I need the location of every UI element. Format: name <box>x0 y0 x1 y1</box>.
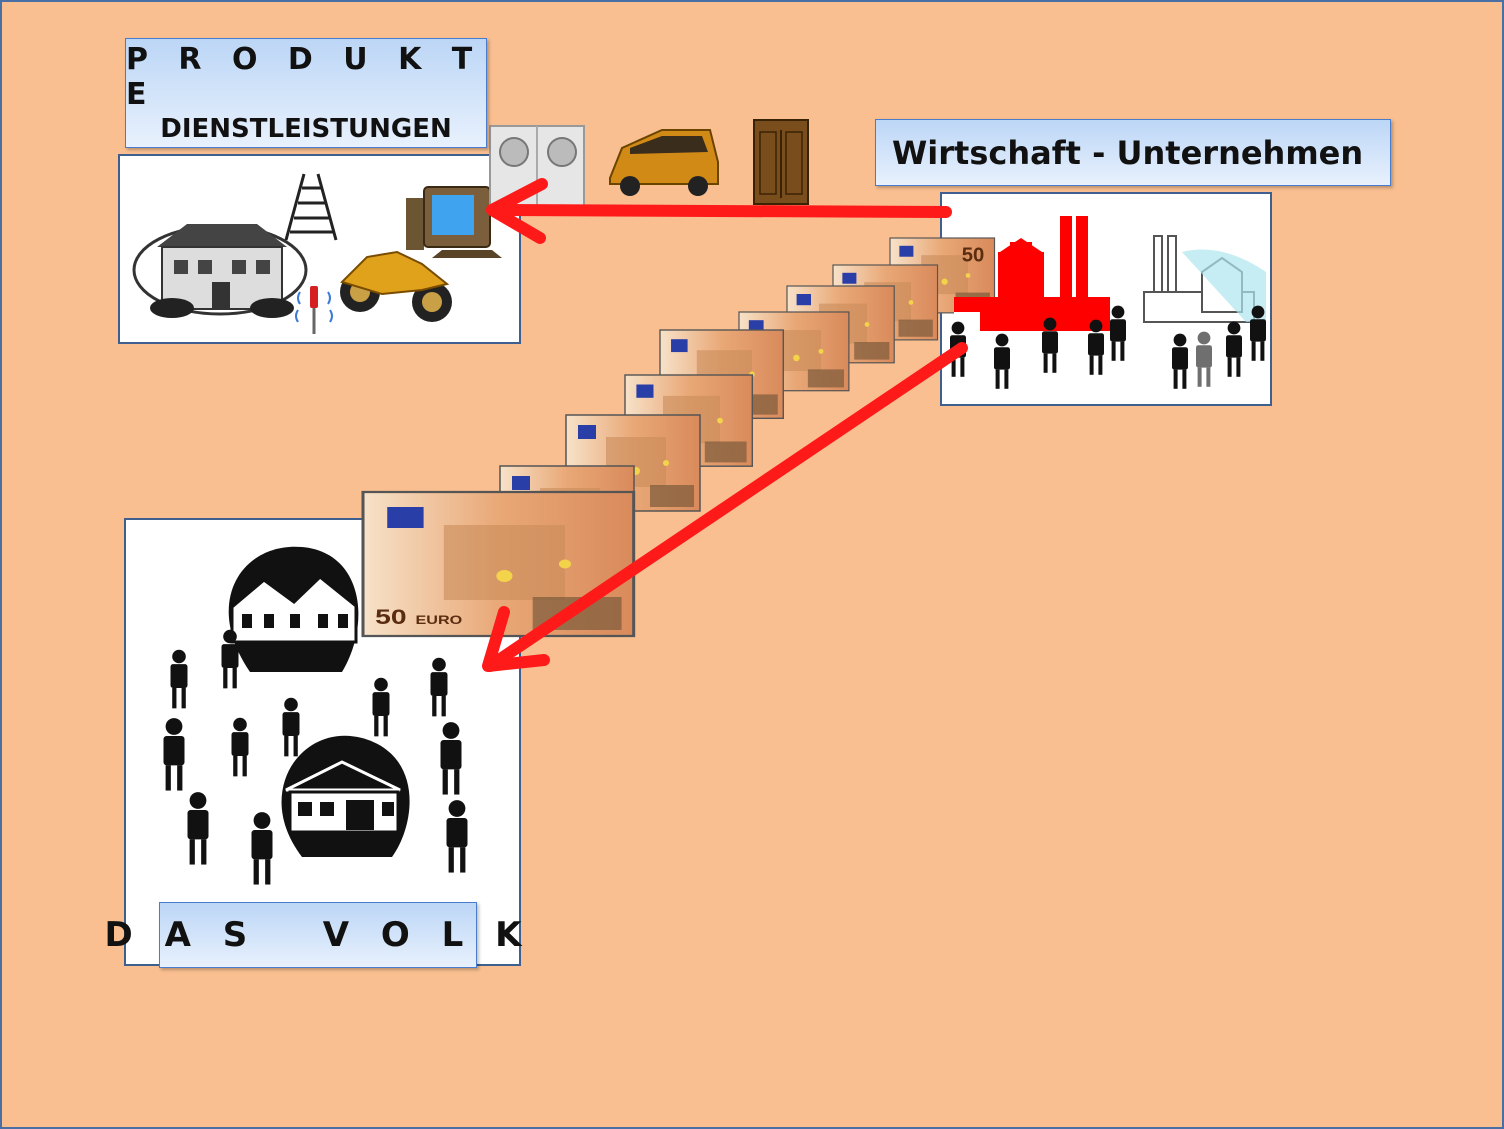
person-icon <box>1110 305 1126 361</box>
svg-text:50: 50 <box>962 244 985 266</box>
arrow-icon <box>482 342 968 672</box>
products-title: P R O D U K T E <box>126 42 483 112</box>
person-icon <box>221 629 239 689</box>
economy-label: Wirtschaft - Unternehmen <box>875 119 1391 186</box>
wardrobe-icon <box>753 119 809 205</box>
factory-icon <box>1143 235 1266 323</box>
person-icon <box>163 718 185 791</box>
motorcycle-icon <box>340 250 452 322</box>
person-icon <box>440 722 462 795</box>
person-icon <box>187 792 209 865</box>
ladder-icon <box>284 173 338 241</box>
people-title: D A S V O L K <box>104 915 532 955</box>
person-icon <box>282 697 300 757</box>
services-title: DIENSTLEISTUNGEN <box>160 114 452 144</box>
svg-text:50: 50 <box>375 605 406 629</box>
banknote-stack: 50 50 50 50 50 50 50 50 50 EURO <box>361 237 996 638</box>
products-label: P R O D U K T E DIENSTLEISTUNGEN <box>125 38 487 148</box>
person-icon <box>446 800 468 873</box>
euro-banknote-icon: 50 <box>889 237 996 314</box>
arrow-icon <box>486 178 952 244</box>
person-icon <box>430 657 448 717</box>
svg-text:EURO: EURO <box>416 614 463 627</box>
car-icon <box>609 129 719 196</box>
people-label: D A S V O L K <box>105 902 521 968</box>
person-icon <box>372 677 390 737</box>
house-icon <box>132 224 308 318</box>
economy-title: Wirtschaft - Unternehmen <box>892 133 1364 172</box>
person-icon <box>1196 331 1212 387</box>
house-icon <box>281 735 410 857</box>
person-icon <box>1250 305 1266 361</box>
euro-banknote-icon: 50 EURO <box>361 490 636 638</box>
person-icon <box>231 717 249 777</box>
screwdriver-icon <box>295 286 333 334</box>
person-icon <box>1042 317 1058 373</box>
person-icon <box>251 812 273 885</box>
person-icon <box>1226 321 1242 377</box>
washing-machine-icon <box>489 125 585 207</box>
factory-icon <box>954 216 1110 338</box>
person-icon <box>1172 333 1188 389</box>
person-icon <box>170 649 188 709</box>
computer-icon <box>406 186 502 258</box>
house-icon <box>228 546 359 672</box>
person-icon <box>1088 319 1104 375</box>
person-icon <box>994 333 1010 389</box>
